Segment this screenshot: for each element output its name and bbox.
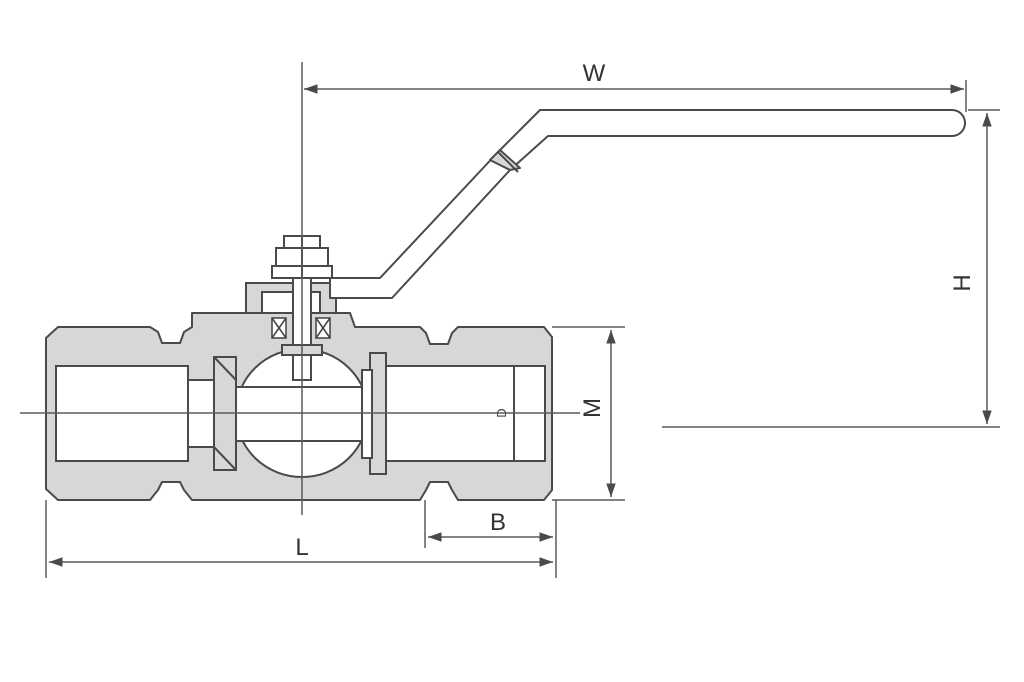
label-w: W xyxy=(583,60,606,87)
label-l: L xyxy=(295,534,308,561)
bonnet xyxy=(245,282,337,314)
extension-lines xyxy=(45,80,1000,578)
label-bore: D xyxy=(494,408,509,417)
dimension-lines xyxy=(49,84,992,567)
packing-rings xyxy=(271,317,331,339)
label-h: H xyxy=(949,274,976,291)
label-b: B xyxy=(490,509,506,536)
label-m: M xyxy=(579,398,606,418)
valve-handle xyxy=(329,109,966,299)
center-lines xyxy=(20,62,1000,515)
